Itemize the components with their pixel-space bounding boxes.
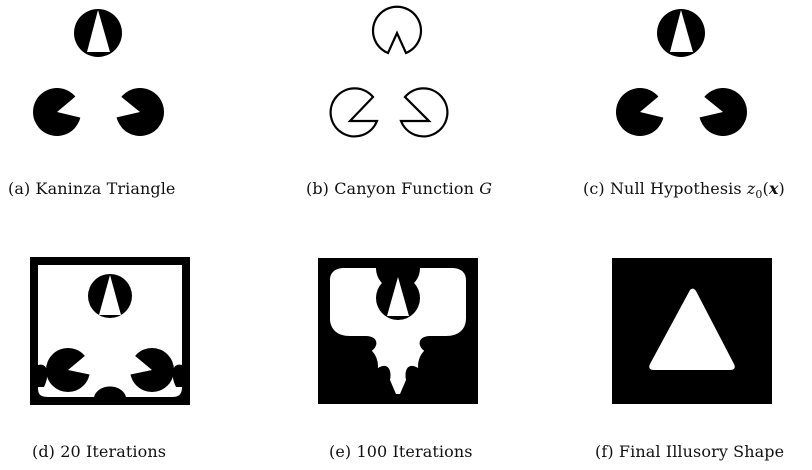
canyon-function-image	[318, 0, 478, 150]
iterations-20-image	[30, 257, 190, 405]
caption-b: (b) Canyon Function G	[306, 179, 492, 198]
null-hypothesis-image	[612, 0, 772, 150]
iterations-100-image	[318, 258, 478, 404]
caption-c: (c) Null Hypothesis z0(x)	[583, 179, 785, 201]
final-illusory-shape-image	[612, 258, 772, 404]
caption-a: (a) Kaninza Triangle	[8, 179, 176, 198]
caption-d: (d) 20 Iterations	[32, 442, 166, 461]
caption-e: (e) 100 Iterations	[329, 442, 473, 461]
kanizsa-triangle-image	[30, 0, 190, 150]
caption-f: (f) Final Illusory Shape	[595, 442, 784, 461]
